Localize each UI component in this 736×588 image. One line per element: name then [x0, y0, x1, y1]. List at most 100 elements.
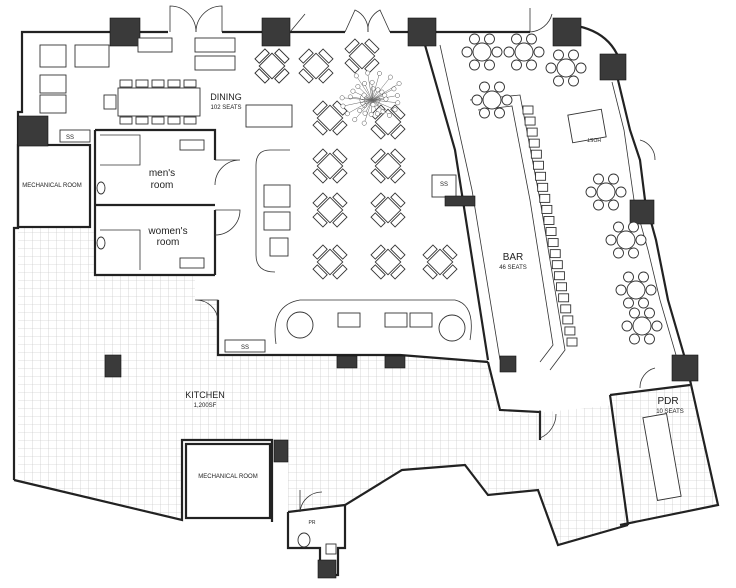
tree-leaf [395, 100, 401, 106]
diamond-table [422, 244, 458, 280]
label-pdr-seats: 10 SEATS [656, 409, 684, 415]
round-table [286, 311, 314, 339]
kitchen-south-wall [287, 463, 629, 547]
label-kitchen: KITCHEN [185, 390, 225, 400]
bar-stool [539, 193, 551, 203]
column [407, 17, 437, 47]
tree-branch [371, 99, 390, 116]
bottom-booths [274, 299, 472, 345]
table [337, 312, 361, 328]
column [599, 53, 627, 81]
tree-branch [359, 99, 373, 111]
tree-branch [371, 83, 400, 101]
diamond-table [254, 48, 290, 84]
mechanical-room-left [16, 143, 92, 229]
kitchen-floor [18, 228, 628, 545]
round-table [621, 307, 663, 345]
label-host: HOST [587, 136, 601, 142]
bar-stool [545, 227, 557, 236]
banquette-bottom [274, 299, 472, 345]
tree-branch [371, 99, 396, 110]
bar-stool [533, 160, 544, 170]
table-top-left [39, 37, 236, 114]
dining-tables [39, 37, 293, 257]
toilet-icon [96, 236, 106, 250]
bar-stool [543, 216, 555, 225]
label-dining-seats: 102 SEATS [211, 105, 242, 111]
bar-stool [541, 204, 553, 214]
column [499, 355, 517, 373]
host-stand [567, 108, 607, 144]
tree-leaf [362, 80, 368, 86]
womens-stall [100, 229, 141, 270]
tree-leaf [340, 103, 346, 109]
column [444, 195, 476, 207]
bar-stool [522, 105, 534, 115]
door-swing [299, 490, 323, 513]
pdr-wall-2 [608, 394, 630, 526]
diamond-table [312, 192, 348, 228]
bar-stool [547, 238, 559, 248]
right-wall [616, 79, 720, 527]
round-table [471, 81, 513, 119]
bar-stool [564, 326, 576, 336]
diamond-table [370, 192, 406, 228]
label-ss-bottom: SS [241, 345, 249, 351]
tree-leaf [355, 84, 361, 89]
tree-branch [364, 99, 373, 114]
door-swing [289, 13, 306, 33]
table [409, 312, 433, 328]
label-mens-room-1: men's [149, 168, 175, 179]
column [671, 354, 699, 382]
tree-leaf [361, 120, 367, 126]
tree-branch [354, 99, 373, 120]
label-womens-room-1: women's [147, 226, 187, 237]
door-swing [214, 159, 241, 186]
tree-leaf [374, 111, 380, 117]
toilet-icon [297, 532, 311, 548]
door-swing [367, 9, 391, 33]
door-swing [639, 139, 656, 161]
doors [169, 5, 656, 513]
column [384, 355, 406, 369]
tree-leaf [347, 94, 353, 100]
tree-leaf [392, 107, 398, 113]
diamond-table [312, 100, 348, 136]
right-wall-inner [611, 81, 677, 356]
tree-leaf [387, 112, 392, 118]
label-mechanical-room-left: MECHANICAL ROOM [22, 183, 81, 189]
tree-leaf [368, 111, 374, 117]
structural-columns [17, 17, 699, 579]
service-station-ss-top [59, 129, 91, 143]
tree-branch [342, 97, 373, 101]
round-table [545, 49, 587, 87]
label-bar-seats: 46 SEATS [499, 265, 527, 271]
tree-leaf [362, 110, 368, 116]
label-mens-room-2: room [151, 180, 174, 191]
door-swing [344, 9, 369, 33]
tree-leaf [350, 88, 356, 94]
tree-leaf [377, 71, 382, 76]
column [629, 199, 655, 225]
tree-branch [367, 72, 373, 101]
dining-kitchen-wall [216, 300, 489, 364]
tree-leaf [387, 74, 393, 80]
tree-leaf [370, 102, 376, 108]
tree-branch [371, 76, 391, 101]
bar-counter-inner [477, 105, 554, 363]
column [273, 439, 289, 463]
diamond-table [312, 244, 348, 280]
door-swing [195, 5, 223, 33]
round-table [461, 33, 503, 71]
diamond-table [344, 38, 380, 74]
round-table [503, 33, 545, 71]
tree-planter [339, 70, 402, 126]
tree-branch [356, 75, 373, 101]
column [552, 17, 582, 47]
bar-stools [522, 105, 578, 347]
round-table [615, 271, 657, 309]
mechanical-room-kitchen [184, 442, 272, 520]
table-long-dining [103, 79, 201, 125]
column [317, 559, 337, 579]
diamond-table [312, 148, 348, 184]
